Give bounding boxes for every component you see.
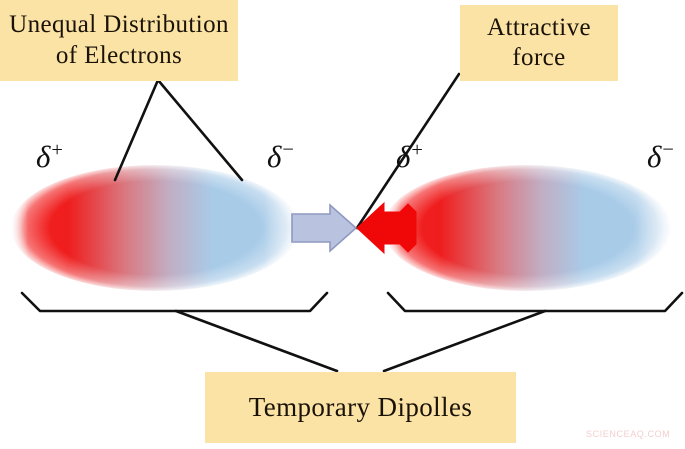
unequal-distribution-leader-lines [113, 78, 244, 182]
delta-sign: + [51, 138, 63, 161]
watermark-scienceaq: SCIENCEAQ.COM [586, 429, 671, 439]
left-atom [11, 165, 299, 291]
right-atom [383, 165, 671, 291]
callout-unequal-distribution-text: Unequal Distribution of Electrons [9, 10, 229, 71]
delta-positive-label-right-atom: δ+ [396, 138, 423, 174]
delta-glyph: δ [36, 139, 51, 174]
callout-attractive-force-text: Attractive force [487, 13, 591, 74]
delta-sign: − [282, 138, 294, 161]
delta-negative-label-right-atom: δ− [647, 138, 674, 174]
callout-attractive-force-line2: force [512, 44, 566, 71]
callout-unequal-distribution: Unequal Distribution of Electrons [0, 0, 238, 81]
delta-glyph: δ [267, 139, 282, 174]
delta-negative-label-left-atom: δ− [267, 138, 294, 174]
callout-unequal-distribution-line1: Unequal Distribution [9, 11, 229, 38]
attractive-force-leader-line [355, 72, 461, 230]
delta-positive-label-left-atom: δ+ [36, 138, 63, 174]
delta-sign: + [411, 138, 423, 161]
callout-temporary-dipoles: Temporary Dipolles [205, 372, 516, 443]
callout-unequal-distribution-line2: of Electrons [55, 41, 183, 69]
callout-attractive-force: Attractive force [460, 5, 618, 81]
callout-attractive-force-line1: Attractive [487, 13, 591, 41]
left-force-arrow [291, 203, 358, 253]
left-dipole-bracket [20, 291, 339, 373]
right-force-arrow [356, 201, 417, 255]
delta-glyph: δ [396, 139, 411, 174]
right-dipole-bracket [382, 291, 684, 373]
delta-glyph: δ [647, 139, 662, 174]
callout-temporary-dipoles-text: Temporary Dipolles [248, 392, 473, 423]
delta-sign: − [662, 138, 674, 161]
